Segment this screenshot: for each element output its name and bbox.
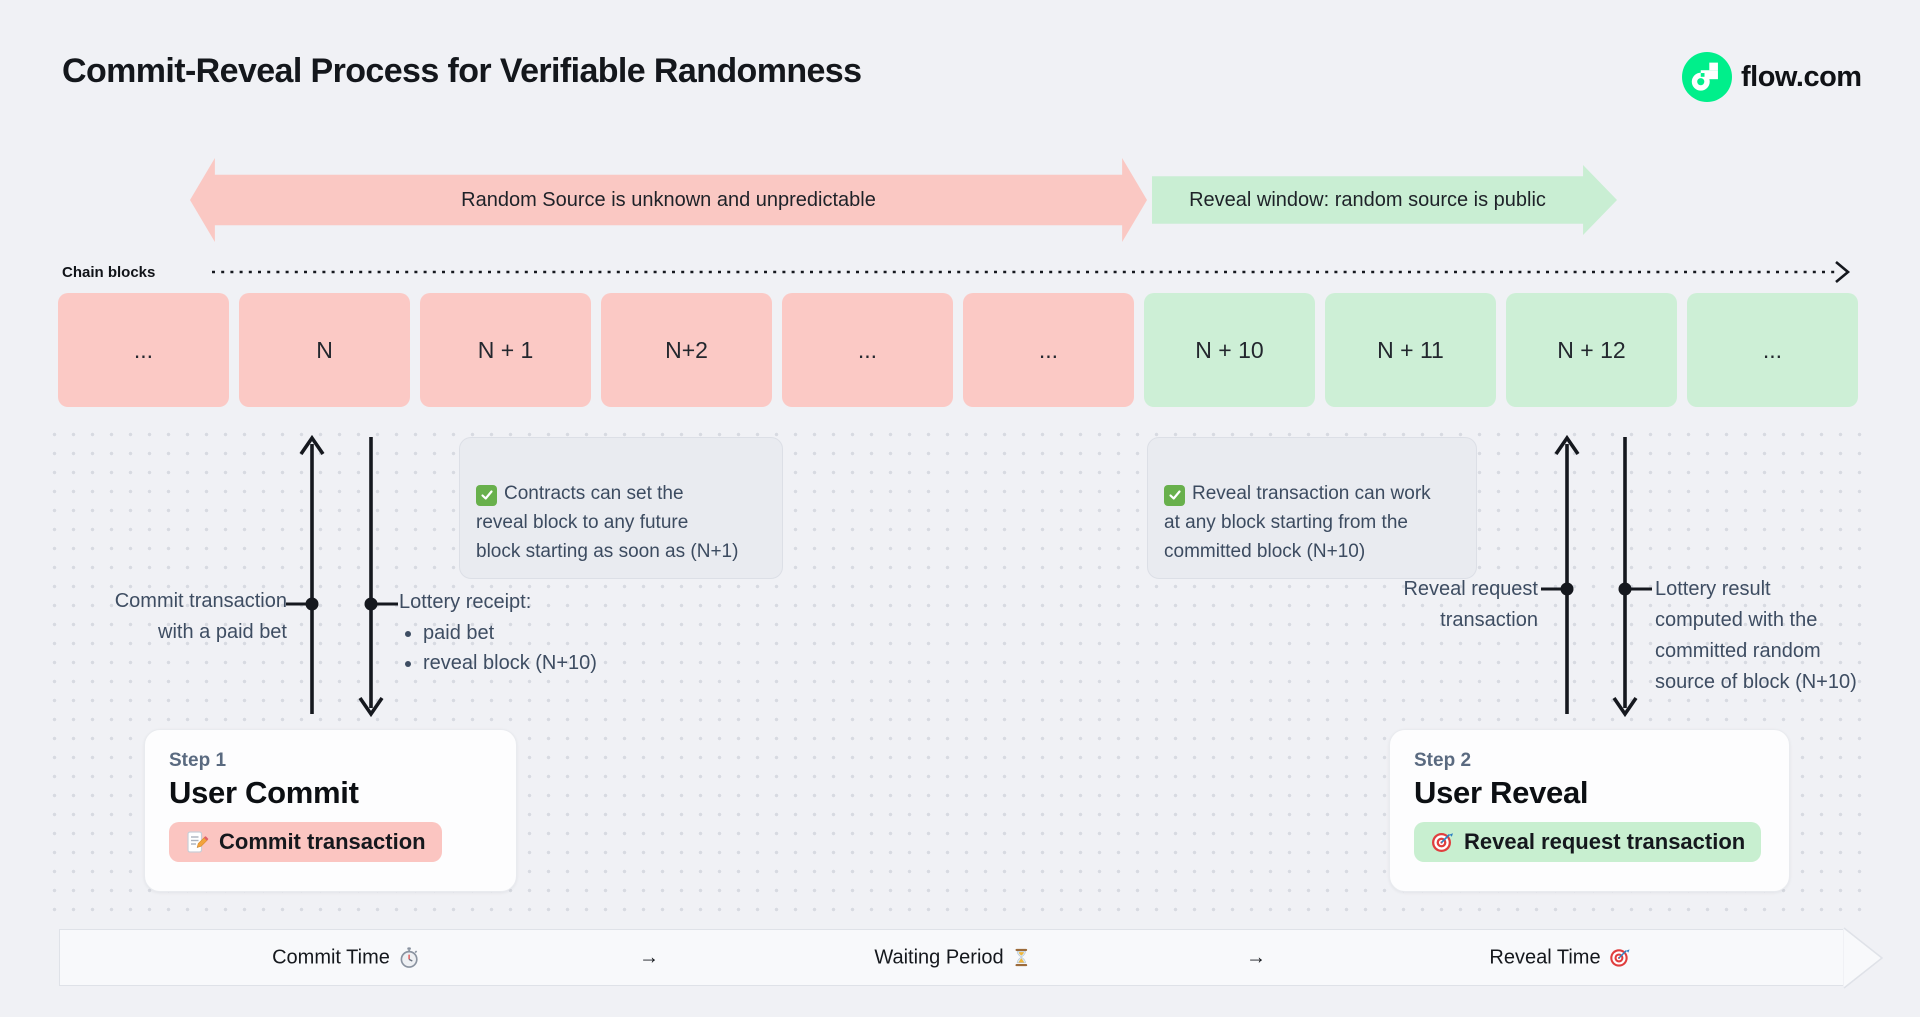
chain-block: ... [963,293,1134,407]
chain-block: ... [1687,293,1858,407]
note-commit-window-text: Contracts can set the reveal block to an… [476,483,739,562]
chain-block: N + 1 [420,293,591,407]
timeline-bar: Commit Time → Waiting Period → Reveal Ti… [59,929,1843,986]
hourglass-icon [1015,948,1028,967]
timeline-commit-time: Commit Time [272,946,420,969]
brand-name: flow.com [1741,60,1862,93]
right-arrow-glyph: → [1246,946,1266,968]
brand-flow[interactable]: flow.com [1682,52,1862,102]
step2-eyebrow: Step 2 [1414,750,1472,771]
timeline-reveal-time: Reveal Time [1489,946,1630,969]
page-title: Commit-Reveal Process for Verifiable Ran… [62,52,862,90]
step2-card: Step 2 User Reveal Reveal request transa… [1389,729,1790,892]
note-commit-window: Contracts can set the reveal block to an… [459,437,783,579]
timeline-end-chevron-icon [1843,927,1884,989]
step2-title: User Reveal [1414,775,1589,810]
chain-block: ... [782,293,953,407]
chain-block: ... [58,293,229,407]
random-unknown-phase-arrow: Random Source is unknown and unpredictab… [190,158,1147,242]
target-icon [1610,949,1630,967]
check-icon [476,484,497,506]
timeline-arrow: → [639,946,659,969]
target-icon [1432,833,1453,852]
step1-card: Step 1 User Commit Commit transaction [144,729,517,892]
note-reveal-window: Reveal transaction can work at any block… [1147,437,1477,579]
reveal-request-label: Reveal request transaction [1403,578,1538,631]
receipt-item: paid bet [423,618,597,648]
lottery-receipt-label: Lottery receipt: paid bet reveal block (… [399,588,597,678]
step1-title: User Commit [169,775,359,810]
lottery-result-label: Lottery result computed with the committ… [1655,578,1857,693]
chain-block: N + 11 [1325,293,1496,407]
receipt-item: reveal block (N+10) [423,648,597,678]
chain-block: N [239,293,410,407]
commit-transaction-pill: Commit transaction [169,822,442,862]
chain-blocks-label: Chain blocks [62,264,156,281]
reveal-window-label: Reveal window: random source is public [1189,188,1546,211]
reveal-request-pill-label: Reveal request transaction [1464,829,1746,854]
right-arrow-glyph: → [639,946,659,968]
step1-eyebrow: Step 1 [169,750,227,771]
reveal-window-phase-arrow: Reveal window: random source is public [1152,165,1617,235]
reveal-request-pill: Reveal request transaction [1414,822,1762,862]
stopwatch-icon [400,947,418,968]
lottery-receipt-list: paid bet reveal block (N+10) [399,618,597,678]
timeline-arrow: → [1246,946,1266,969]
note-reveal-window-text: Reveal transaction can work at any block… [1164,483,1431,562]
commit-transaction-pill-label: Commit transaction [219,829,426,854]
timeline-waiting-period: Waiting Period [874,946,1031,969]
chain-blocks-row: ... N N + 1 N+2 ... ... N + 10 N + 11 N … [58,293,1858,407]
chain-arrowhead-icon [1835,261,1851,283]
memo-icon [187,831,209,853]
chain-block: N + 10 [1144,293,1315,407]
chain-block: N+2 [601,293,772,407]
flow-logo-icon [1682,52,1732,102]
commit-transaction-label: Commit transaction with a paid bet [114,590,287,643]
chain-block: N + 12 [1506,293,1677,407]
lottery-receipt-title: Lottery receipt: [399,591,532,613]
random-unknown-label: Random Source is unknown and unpredictab… [461,188,876,211]
chain-dotted-line [212,261,1851,283]
check-icon [1164,484,1185,506]
